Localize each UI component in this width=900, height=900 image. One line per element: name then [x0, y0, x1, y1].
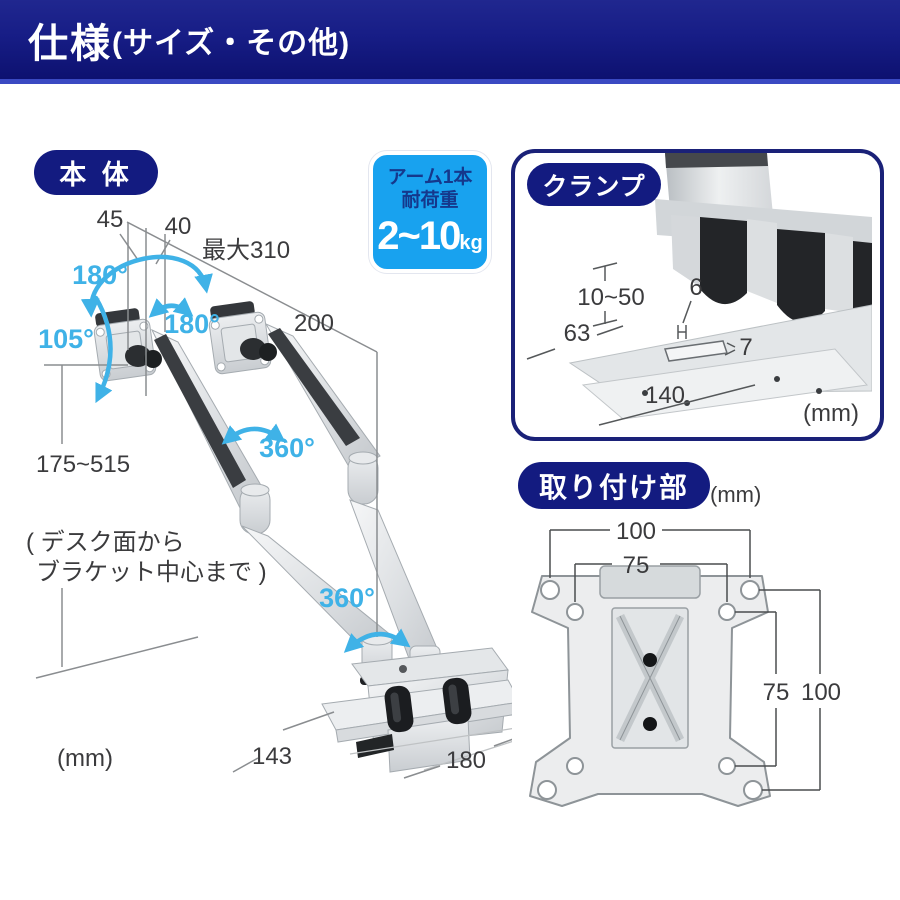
- vesa-hole-bottom-right-outer: [743, 780, 763, 800]
- mount-diagram: 100 75 75 100: [529, 518, 841, 807]
- clamp-jaw-3: [853, 241, 872, 327]
- base-clamp-column: [387, 717, 471, 773]
- vesa-plate-drawing: [529, 565, 771, 807]
- badge-line1: アーム1本: [387, 167, 473, 189]
- rotation-arc-swivel-180: [148, 297, 194, 318]
- main-unit-label: 本 体: [34, 150, 158, 195]
- clamp-base-plate: [581, 348, 868, 420]
- clamp-dim-depth: 63: [564, 320, 591, 347]
- vesa-hole-bottom-right-inner: [718, 757, 736, 775]
- clamp-dim-thickness: 10~50: [577, 284, 644, 311]
- rotation-arcs: [80, 254, 411, 653]
- arm2-upper-pad: [268, 328, 360, 446]
- main-diagram-labels: 45 40 最大310 200 180° 180° 105° 360° 360°…: [26, 206, 486, 774]
- clamp-jaw-2: [777, 229, 825, 323]
- dim-40: 40: [165, 213, 192, 240]
- mount-dim-75-side: 75: [763, 679, 790, 706]
- vesa-hole-top-left-outer: [540, 580, 560, 600]
- clamp-section: 10~50 63 6 7 140 (mm) クランプ: [511, 149, 884, 441]
- load-capacity-badge: アーム1本 耐荷重 2~10kg: [369, 151, 491, 273]
- angle-swivel-180: 180°: [164, 309, 220, 339]
- vesa-bracket-1: [93, 308, 157, 382]
- mount-dim-labels: 100 75 75 100: [616, 518, 841, 706]
- dimension-lines: [35, 221, 512, 779]
- angle-pivot-105: 105°: [38, 324, 94, 354]
- clamp-dim-labels: 10~50 63 6 7 140 (mm): [564, 274, 859, 427]
- badge-line2: 耐荷重: [401, 190, 459, 211]
- vesa-hole-top-right-outer: [740, 580, 760, 600]
- clamp-knobs: [384, 677, 472, 733]
- page-subtitle: (サイズ・その他): [112, 26, 351, 60]
- badge-value: 2~10kg: [377, 213, 483, 258]
- clamp-dim-width: 140: [645, 382, 685, 409]
- vesa-hole-bottom-left-inner: [566, 757, 584, 775]
- mount-dim-100-side: 100: [801, 679, 841, 706]
- mount-dim-100-top: 100: [616, 518, 656, 545]
- clamp-tab: [664, 340, 728, 362]
- dim-200: 200: [294, 310, 334, 337]
- dim-max310: 最大310: [202, 237, 290, 264]
- vesa-hole-bottom-left-outer: [537, 780, 557, 800]
- rotation-arc-tilt-180: [80, 254, 213, 318]
- mount-dim-lines: [549, 529, 821, 791]
- clamp-dim-bolt: 6: [689, 274, 702, 301]
- dim-height-range: 175~515: [36, 451, 130, 478]
- arm1-upper-pad: [154, 334, 246, 488]
- dim-180: 180: [446, 747, 486, 774]
- rotation-arc-base-360: [343, 628, 411, 653]
- mount-label: 取り付け部: [518, 462, 710, 509]
- rotation-arc-pivot-105: [93, 295, 113, 404]
- arm-artwork: [93, 301, 512, 773]
- mount-unit-mm: (mm): [710, 482, 762, 507]
- angle-base-360: 360°: [319, 583, 375, 613]
- unit-mm-main: (mm): [57, 745, 113, 772]
- clamp-label: クランプ: [527, 163, 661, 206]
- main-unit-diagram: 45 40 最大310 200 180° 180° 105° 360° 360°…: [26, 206, 512, 779]
- desk-wireframe: [349, 727, 512, 771]
- angle-mid-360: 360°: [259, 433, 315, 463]
- rotation-arc-mid-360: [221, 423, 286, 445]
- mount-dim-75-top: 75: [623, 552, 650, 579]
- clamp-photo: 10~50 63 6 7 140 (mm): [526, 153, 872, 427]
- clamp-unit-mm: (mm): [803, 400, 859, 427]
- clamp-jaw-1: [700, 217, 747, 305]
- badge-unit: kg: [459, 231, 483, 254]
- angle-tilt-180: 180°: [72, 260, 128, 290]
- header-banner: 仕様(サイズ・その他): [0, 0, 900, 84]
- dim-143: 143: [252, 743, 292, 770]
- vesa-hole-top-left-inner: [566, 603, 584, 621]
- clamp-dim-lines: [526, 262, 756, 426]
- height-note-line2: ブラケット中心まで ): [36, 559, 267, 586]
- dim-45: 45: [97, 206, 124, 233]
- vesa-hole-top-right-inner: [718, 603, 736, 621]
- clamp-dim-tab: 7: [739, 334, 752, 361]
- height-note-line1: ( デスク面から: [26, 529, 185, 556]
- page-title: 仕様: [28, 21, 112, 66]
